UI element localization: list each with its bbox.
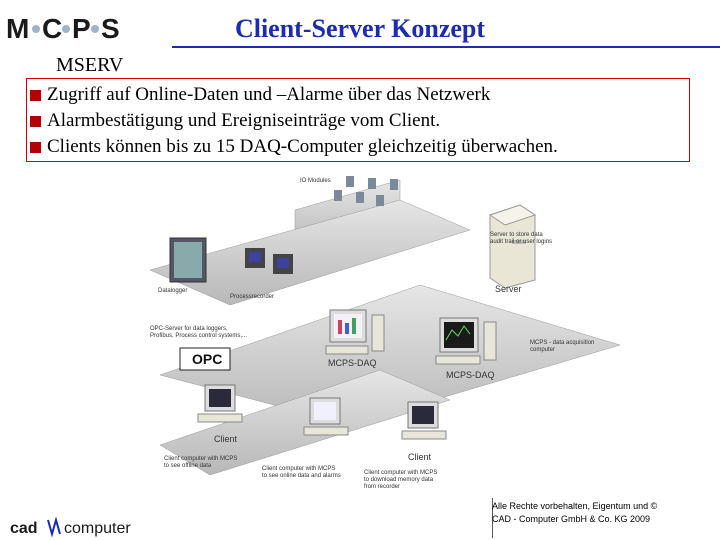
bullet-item: Clients können bis zu 15 DAQ-Computer gl… — [30, 134, 690, 160]
client-computer-icon-3 — [402, 402, 446, 439]
mcps-logo: M C P S — [6, 12, 146, 44]
daq-note-label: MCPS - data acquisition computer — [530, 340, 620, 354]
network-diagram: OPC — [150, 170, 620, 505]
datalogger-icon — [170, 238, 206, 282]
client-note-label-3: Client computer with MCPS to download me… — [364, 470, 474, 491]
daq-computer-icon-1 — [326, 310, 384, 354]
bullet-item: Alarmbestätigung und Ereigniseinträge vo… — [30, 108, 690, 134]
server-icon — [490, 205, 535, 288]
server-note-label: Server to store data audit trail or user… — [490, 232, 580, 246]
svg-text:P: P — [72, 13, 91, 44]
server-label: Server — [495, 284, 522, 294]
copyright-line-2: CAD - Computer GmbH & Co. KG 2009 — [492, 513, 712, 526]
copyright-notice: Alle Rechte vorbehalten, Eigentum und © … — [492, 500, 712, 526]
copyright-line-1: Alle Rechte vorbehalten, Eigentum und © — [492, 500, 712, 513]
client-label-2: Client — [408, 452, 431, 462]
svg-text:M: M — [6, 13, 29, 44]
opc-note-label: OPC-Server for data loggers, Profibus, P… — [150, 326, 270, 340]
bullet-square-icon — [30, 142, 41, 153]
svg-text:OPC: OPC — [192, 351, 222, 367]
bullet-text: Clients können bis zu 15 DAQ-Computer gl… — [47, 134, 558, 160]
bullet-text: Alarmbestätigung und Ereigniseinträge vo… — [47, 108, 440, 134]
bullet-item: Zugriff auf Online-Daten und –Alarme übe… — [30, 82, 690, 108]
io-modules-label: IO Modules — [300, 178, 331, 185]
mcps-daq-label-1: MCPS-DAQ — [328, 358, 377, 368]
processrecorder-label: Processrecorder — [230, 294, 274, 301]
client-note-label-1: Client computer with MCPS to see offline… — [164, 456, 274, 470]
daq-computer-icon-2 — [436, 318, 496, 364]
bullet-square-icon — [30, 90, 41, 101]
mcps-daq-label-2: MCPS-DAQ — [446, 370, 495, 380]
datalogger-label: Datalogger — [158, 288, 187, 295]
client-computer-icon-1 — [198, 385, 242, 422]
svg-text:S: S — [101, 13, 120, 44]
cad-computer-logo: cad computer — [10, 516, 140, 538]
opc-logo-icon: OPC — [180, 348, 230, 370]
bullet-list: Zugriff auf Online-Daten und –Alarme übe… — [30, 82, 690, 160]
svg-text:cad: cad — [10, 520, 38, 537]
client-note-label-2: Client computer with MCPS to see online … — [262, 466, 372, 480]
svg-text:C: C — [42, 13, 62, 44]
bullet-text: Zugriff auf Online-Daten und –Alarme übe… — [47, 82, 490, 108]
title-divider — [172, 46, 720, 48]
client-label-1: Client — [214, 434, 237, 444]
section-subtitle: MSERV — [56, 54, 123, 77]
page-title: Client-Server Konzept — [150, 14, 570, 44]
svg-text:computer: computer — [64, 520, 131, 537]
bullet-square-icon — [30, 116, 41, 127]
